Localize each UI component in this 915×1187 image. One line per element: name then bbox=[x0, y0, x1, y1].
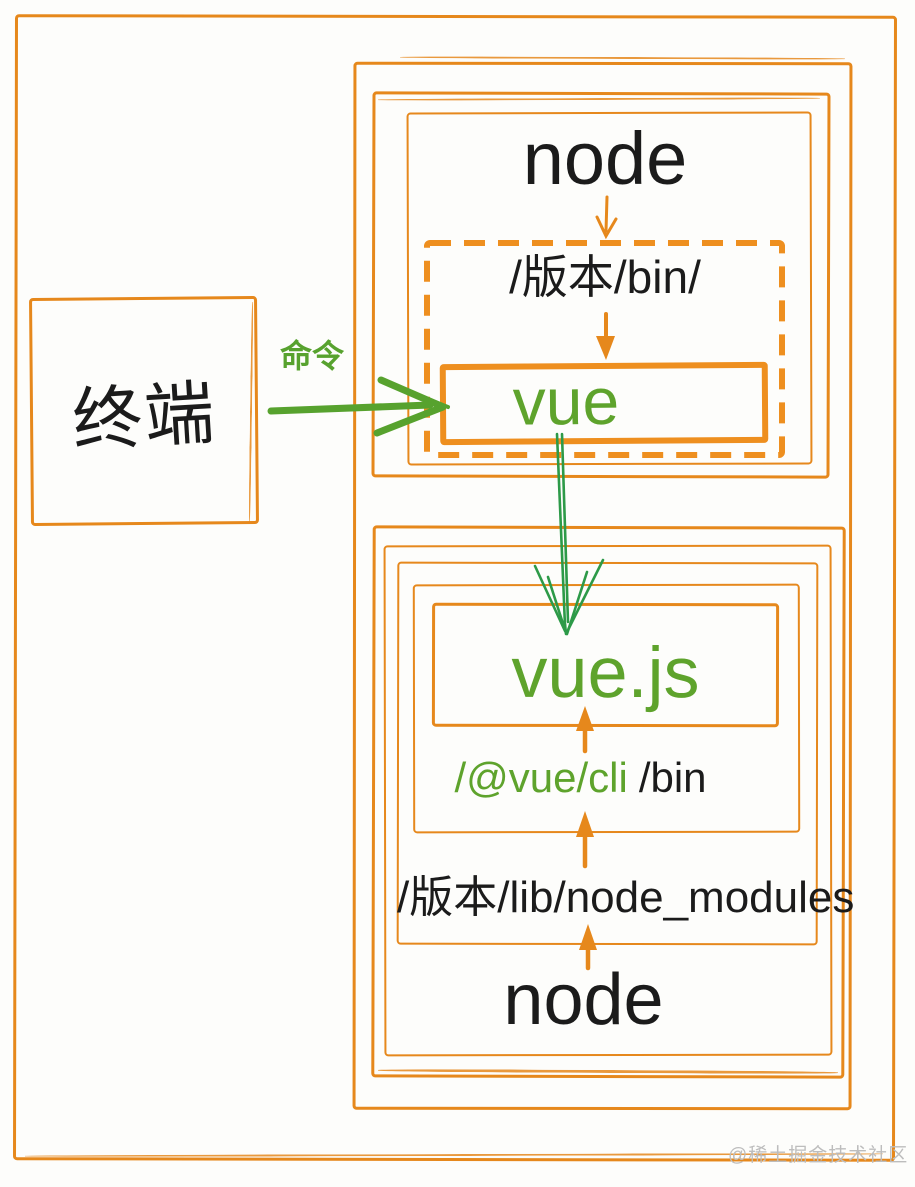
watermark: @稀土掘金技术社区 bbox=[728, 1145, 909, 1166]
terminal-box: 终端 bbox=[29, 296, 259, 526]
cli-path-green: /@vue/cli bbox=[454, 754, 628, 801]
vuejs-package-label: vue.js bbox=[511, 632, 700, 714]
node-runtime-bottom-label: node bbox=[503, 960, 664, 1040]
vue-executable-box: vue bbox=[439, 361, 769, 446]
node-runtime-top-label: node bbox=[522, 117, 688, 200]
vue-executable-label: vue bbox=[512, 363, 620, 439]
cli-path-suffix: /bin bbox=[638, 754, 707, 801]
vuejs-package-box: vue.js bbox=[431, 602, 780, 728]
cli-bin-path-label: /@vue/cli/bin bbox=[387, 757, 774, 799]
command-label: 命令 bbox=[280, 338, 345, 374]
node-modules-path-label: /版本/lib/node_modules bbox=[397, 873, 855, 922]
terminal-label: 终端 bbox=[70, 373, 219, 460]
version-bin-path-label: /版本/bin/ bbox=[509, 251, 701, 303]
